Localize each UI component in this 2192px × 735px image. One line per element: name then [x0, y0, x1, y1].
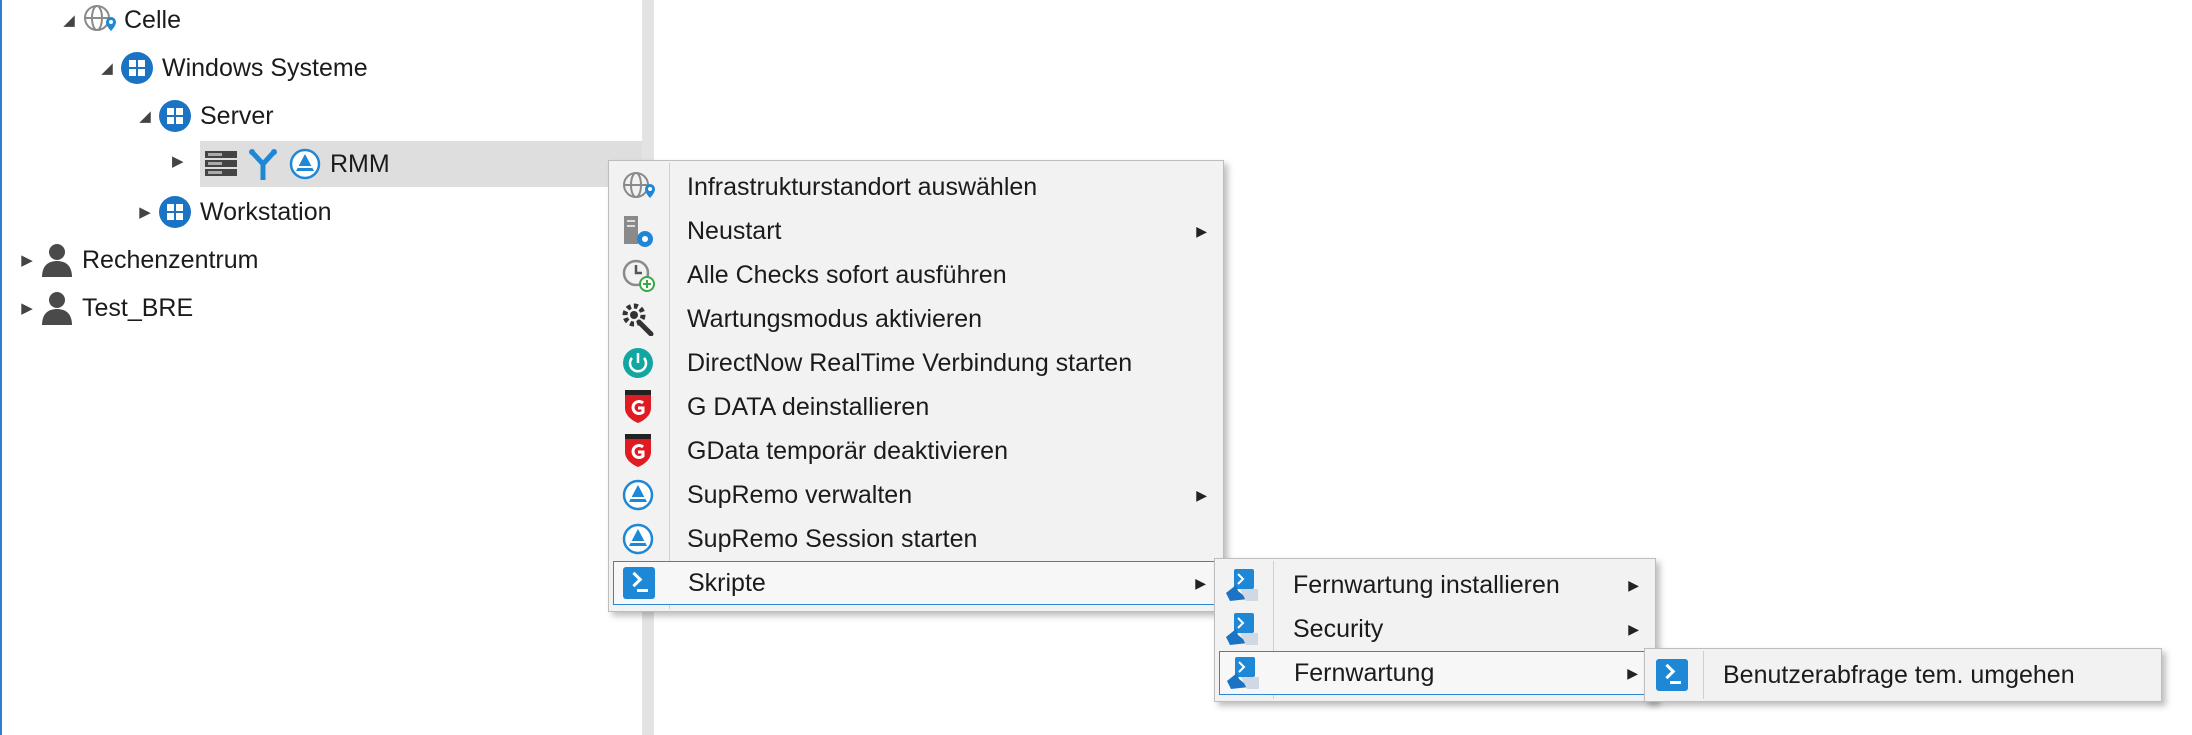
script-folder-icon: [1223, 610, 1261, 648]
gdata-shield-icon: [619, 432, 657, 470]
power-icon: [619, 344, 657, 382]
menu-item-neustart[interactable]: Neustart ▶: [609, 209, 1223, 253]
menu-item-label: DirectNow RealTime Verbindung starten: [687, 348, 1133, 377]
expand-arrow-icon[interactable]: ▶: [172, 153, 184, 170]
menu-item-directnow[interactable]: DirectNow RealTime Verbindung starten: [609, 341, 1223, 385]
menu-item-supremo-verwalten[interactable]: SupRemo verwalten ▶: [609, 473, 1223, 517]
submenu-arrow-icon: ▶: [1195, 574, 1206, 591]
server-gear-icon: [619, 212, 657, 250]
submenu-skripte: Fernwartung installieren ▶ Security ▶ Fe…: [1214, 558, 1656, 702]
user-icon: [40, 243, 74, 277]
clock-add-icon: [619, 256, 657, 294]
collapse-arrow-icon[interactable]: ◢: [139, 108, 151, 125]
menu-item-infrastrukturstandort[interactable]: Infrastrukturstandort auswählen: [609, 165, 1223, 209]
location-globe-icon: [82, 3, 116, 37]
context-menu: Infrastrukturstandort auswählen Neustart…: [608, 160, 1224, 612]
tree-node-label: Test_BRE: [82, 293, 194, 322]
script-folder-icon: [1223, 566, 1261, 604]
menu-item-label: GData temporär deaktivieren: [687, 436, 1008, 465]
location-globe-icon: [619, 168, 657, 206]
tree-node-test-bre[interactable]: ▶ Test_BRE: [14, 285, 193, 331]
script-folder-icon: [1224, 654, 1262, 692]
tree-node-label: RMM: [330, 149, 390, 178]
tree-node-label: Server: [200, 101, 274, 130]
expand-arrow-icon[interactable]: ▶: [21, 300, 33, 317]
supremo-icon: [288, 147, 322, 181]
menu-item-label: Security: [1293, 614, 1384, 643]
window-left-edge: [0, 0, 2, 735]
menu-item-label: Infrastrukturstandort auswählen: [687, 172, 1038, 201]
menu-item-security[interactable]: Security ▶: [1215, 607, 1655, 651]
menu-icon-gutter-separator: [669, 163, 670, 609]
supremo-icon: [619, 476, 657, 514]
user-icon: [40, 291, 74, 325]
tree-node-workstation[interactable]: ▶ Workstation: [132, 189, 332, 235]
wrench-gear-icon: [619, 300, 657, 338]
collapse-arrow-icon[interactable]: ◢: [63, 12, 75, 29]
menu-item-label: Skripte: [688, 568, 766, 597]
menu-item-fernwartung[interactable]: Fernwartung ▶: [1219, 651, 1651, 695]
windows-icon: [158, 99, 192, 133]
tree-node-label: Workstation: [200, 197, 332, 226]
powershell-icon: [1653, 656, 1691, 694]
tree-node-label: Rechenzentrum: [82, 245, 259, 274]
tree-node-label: Celle: [124, 5, 181, 34]
menu-item-alle-checks[interactable]: Alle Checks sofort ausführen: [609, 253, 1223, 297]
submenu-arrow-icon: ▶: [1627, 664, 1638, 681]
submenu-arrow-icon: ▶: [1196, 222, 1207, 239]
menu-item-wartungsmodus[interactable]: Wartungsmodus aktivieren: [609, 297, 1223, 341]
menu-item-label: Benutzerabfrage tem. umgehen: [1723, 660, 2075, 689]
menu-item-label: G DATA deinstallieren: [687, 392, 930, 421]
menu-item-supremo-session[interactable]: SupRemo Session starten: [609, 517, 1223, 561]
device-tree: ◢ Celle ◢ Windows Systeme ◢ Server: [0, 0, 642, 735]
tree-node-label: Windows Systeme: [162, 53, 368, 82]
menu-item-gdata-deaktivieren[interactable]: GData temporär deaktivieren: [609, 429, 1223, 473]
powershell-icon: [620, 564, 658, 602]
expand-arrow-icon[interactable]: ▶: [139, 204, 151, 221]
submenu-arrow-icon: ▶: [1196, 486, 1207, 503]
tree-node-rechenzentrum[interactable]: ▶ Rechenzentrum: [14, 237, 258, 283]
expand-arrow-icon[interactable]: ▶: [21, 252, 33, 269]
tree-node-server[interactable]: ◢ Server: [132, 93, 274, 139]
menu-item-label: Wartungsmodus aktivieren: [687, 304, 983, 333]
menu-item-label: Neustart: [687, 216, 782, 245]
supremo-icon: [619, 520, 657, 558]
menu-item-gdata-deinstallieren[interactable]: G DATA deinstallieren: [609, 385, 1223, 429]
windows-icon: [120, 51, 154, 85]
submenu-arrow-icon: ▶: [1628, 576, 1639, 593]
network-agent-icon: [246, 147, 280, 181]
menu-item-benutzerabfrage-umgehen[interactable]: Benutzerabfrage tem. umgehen: [1645, 653, 2161, 697]
menu-item-label: Alle Checks sofort ausführen: [687, 260, 1007, 289]
windows-icon: [158, 195, 192, 229]
gdata-shield-icon: [619, 388, 657, 426]
submenu-arrow-icon: ▶: [1628, 620, 1639, 637]
menu-item-label: Fernwartung installieren: [1293, 570, 1560, 599]
menu-item-label: SupRemo verwalten: [687, 480, 913, 509]
server-rack-icon: [204, 147, 238, 181]
submenu-fernwartung: Benutzerabfrage tem. umgehen: [1644, 648, 2162, 702]
tree-node-rmm[interactable]: RMM: [200, 141, 642, 187]
menu-item-skripte[interactable]: Skripte ▶: [613, 561, 1219, 605]
menu-item-label: Fernwartung: [1294, 658, 1435, 687]
tree-node-windows-systeme[interactable]: ◢ Windows Systeme: [94, 45, 368, 91]
tree-node-celle[interactable]: ◢ Celle: [56, 0, 181, 43]
menu-item-label: SupRemo Session starten: [687, 524, 978, 553]
menu-item-fernwartung-installieren[interactable]: Fernwartung installieren ▶: [1215, 563, 1655, 607]
menu-icon-gutter-separator: [1273, 561, 1274, 699]
collapse-arrow-icon[interactable]: ◢: [101, 60, 113, 77]
menu-icon-gutter-separator: [1703, 651, 1704, 699]
